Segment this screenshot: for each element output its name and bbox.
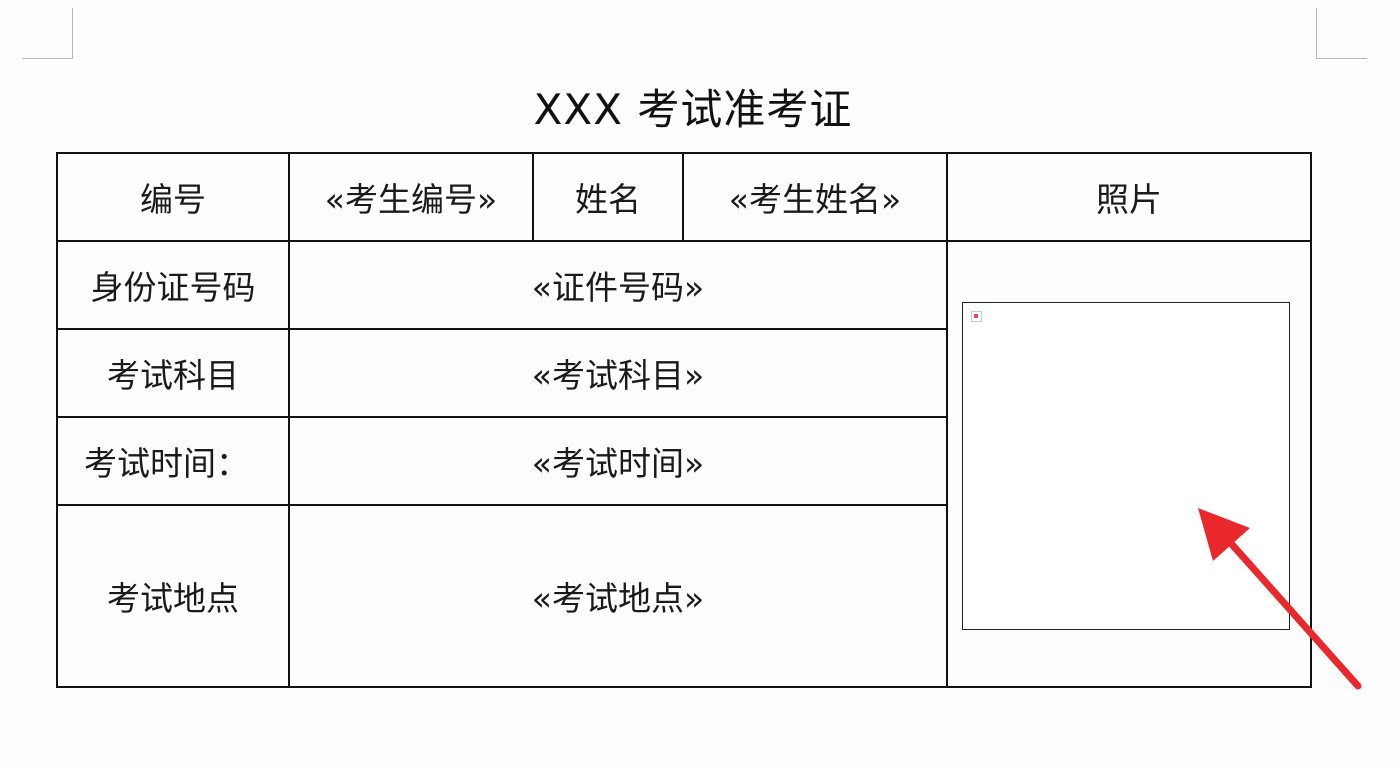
- broken-image-icon: [971, 311, 982, 322]
- photo-label-cell[interactable]: 照片: [946, 152, 1312, 242]
- table-row: 考试时间： «考试时间»: [56, 416, 1311, 506]
- place-label-cell[interactable]: 考试地点: [56, 504, 290, 688]
- table-row: 考试地点 «考试地点»: [56, 504, 1311, 688]
- subject-value-cell[interactable]: «考试科目»: [288, 328, 948, 418]
- number-label-cell[interactable]: 编号: [56, 152, 290, 242]
- margin-corner-top-right: [1316, 8, 1367, 59]
- place-value-cell[interactable]: «考试地点»: [288, 504, 948, 688]
- margin-corner-top-left: [22, 8, 73, 59]
- table-row: 身份证号码 «证件号码»: [56, 240, 1312, 688]
- admission-ticket-table: 编号 «考生编号» 姓名 «考生姓名» 照片 身份证号码 «证件号码» 考试科目…: [56, 152, 1312, 688]
- number-value-cell[interactable]: «考生编号»: [288, 152, 534, 242]
- document-title: XXX 考试准考证: [533, 85, 853, 134]
- subject-label-cell[interactable]: 考试科目: [56, 328, 290, 418]
- id-label-cell[interactable]: 身份证号码: [56, 240, 290, 330]
- table-row: 考试科目 «考试科目»: [56, 328, 1311, 418]
- photo-placeholder[interactable]: [962, 302, 1290, 630]
- photo-cell[interactable]: [946, 240, 1312, 688]
- table-row: 编号 «考生编号» 姓名 «考生姓名» 照片: [56, 152, 1312, 242]
- time-value-cell[interactable]: «考试时间»: [288, 416, 948, 506]
- name-label-cell[interactable]: 姓名: [532, 152, 684, 242]
- name-value-cell[interactable]: «考生姓名»: [682, 152, 948, 242]
- time-label-cell[interactable]: 考试时间：: [56, 416, 290, 506]
- id-value-cell[interactable]: «证件号码»: [288, 240, 948, 330]
